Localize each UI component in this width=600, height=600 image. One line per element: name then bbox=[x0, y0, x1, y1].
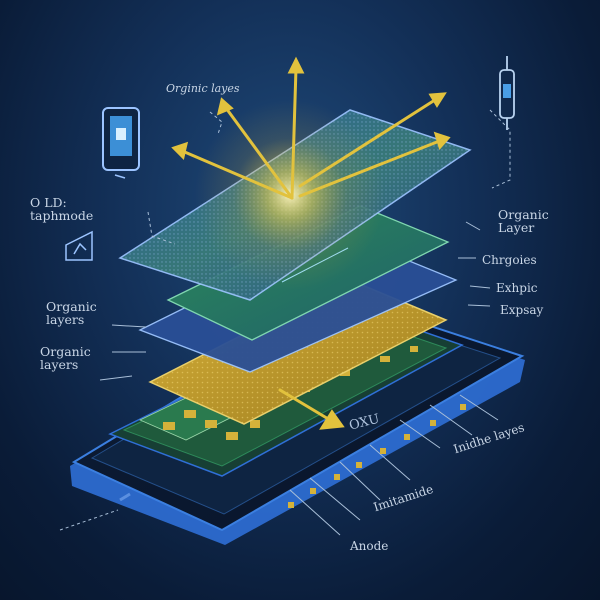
phone-icon bbox=[102, 107, 140, 179]
label-chrgoies: Chrgoies bbox=[482, 253, 537, 267]
connector-pins bbox=[288, 404, 466, 508]
leader-lines bbox=[59, 109, 511, 536]
wrench-icon bbox=[65, 230, 93, 261]
label-exhpic: Exhpic bbox=[496, 281, 538, 295]
label-organic-layers-left-2: Organic layers bbox=[40, 344, 91, 372]
label-oled-caption: O LD: taphmode bbox=[30, 195, 94, 223]
label-organic-layers-top: Orginic layes bbox=[166, 82, 240, 95]
label-organic-layers-left-1: Organic layers bbox=[46, 299, 97, 327]
label-anode: Anode bbox=[350, 539, 389, 553]
light-arrow-icon bbox=[171, 56, 451, 430]
electrode-icon bbox=[499, 56, 515, 130]
label-expsay: Expsay bbox=[500, 303, 544, 317]
label-organic-layer-right: Organic Layer bbox=[498, 207, 549, 235]
